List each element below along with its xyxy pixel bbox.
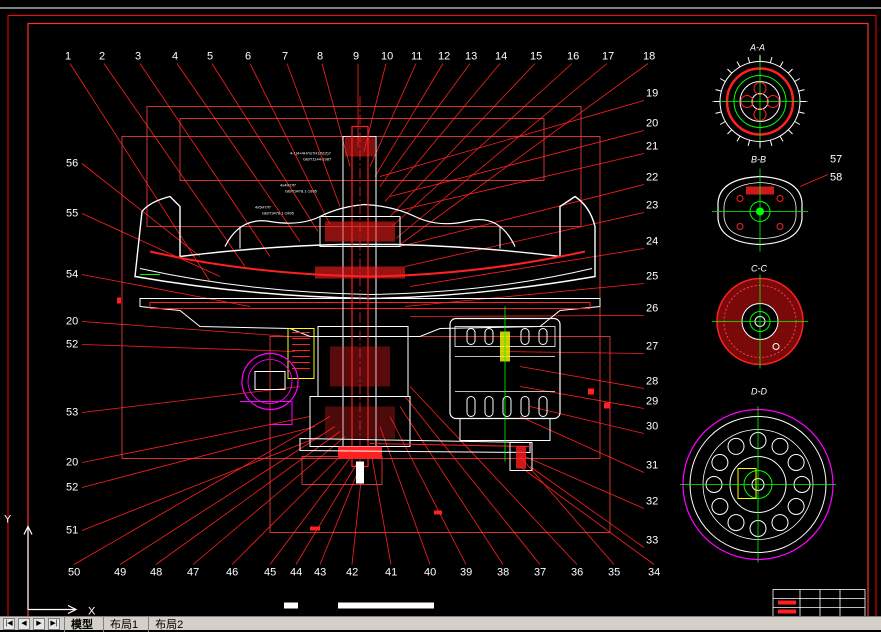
callout-24-right: 24 — [646, 236, 658, 248]
tab-model[interactable]: 模型 — [64, 615, 99, 632]
section-label-1: B-B — [751, 155, 766, 165]
section-view-d-d — [680, 406, 836, 563]
callout-56-left-0: 56 — [66, 158, 78, 170]
callout-32-right: 32 — [646, 496, 658, 508]
callout-46-bottom: 46 — [226, 567, 238, 579]
callout-23-right: 23 — [646, 200, 658, 212]
callout-55-left-1: 55 — [66, 208, 78, 220]
callout-51-left-8: 51 — [66, 525, 78, 537]
callout-13-top: 13 — [465, 51, 477, 63]
callout-5-top: 5 — [207, 51, 213, 63]
svg-text:GB/T1144-1987: GB/T1144-1987 — [303, 157, 332, 162]
last-tab-arrow-icon[interactable]: ▶| — [48, 617, 60, 630]
ucs-y-label: Y — [4, 514, 12, 526]
section-label-2: C-C — [751, 264, 767, 274]
drawing-caption — [284, 602, 434, 609]
callout-11-top: 11 — [411, 51, 422, 63]
callout-47-bottom: 47 — [187, 567, 199, 579]
callout-33-right: 33 — [646, 535, 658, 547]
callout-3-top: 3 — [135, 51, 141, 63]
callout-37-bottom: 37 — [534, 567, 546, 579]
callout-6-top: 6 — [245, 51, 251, 63]
callout-17-top: 17 — [602, 51, 614, 63]
section-label-5: 58 — [830, 172, 842, 184]
section-label-0: A-A — [749, 43, 765, 53]
section-label-4: 57 — [830, 154, 842, 166]
callout-21-right: 21 — [646, 141, 658, 153]
tab-layout1[interactable]: 布局1 — [103, 615, 144, 632]
callout-1-top: 1 — [65, 51, 71, 63]
callout-31-right: 31 — [646, 460, 658, 472]
callout-36-bottom: 36 — [571, 567, 583, 579]
callout-52-left-4: 52 — [66, 339, 78, 351]
layout-tabs-bar: |◀ ◀ ▶ ▶| 模型 布局1 布局2 — [0, 615, 881, 632]
callout-20-left-6: 20 — [66, 457, 78, 469]
callout-49-bottom: 49 — [114, 567, 126, 579]
callout-28-right: 28 — [646, 376, 658, 388]
svg-text:4-1(4×4H7/s7H1/h12)7: 4-1(4×4H7/s7H1/h12)7 — [290, 151, 332, 156]
svg-text:GB/T3478.1-1995: GB/T3478.1-1995 — [262, 211, 295, 216]
svg-text:4x5H7/f7: 4x5H7/f7 — [255, 205, 272, 210]
callout-40-bottom: 40 — [424, 567, 436, 579]
next-tab-arrow-icon[interactable]: ▶ — [33, 617, 45, 630]
callout-45-bottom: 45 — [264, 567, 276, 579]
callout-26-right: 26 — [646, 303, 658, 315]
callout-29-right: 29 — [646, 396, 658, 408]
callout-53-left-5: 53 — [66, 407, 78, 419]
first-tab-arrow-icon[interactable]: |◀ — [3, 617, 15, 630]
callout-38-bottom: 38 — [497, 567, 509, 579]
callout-50-bottom: 50 — [68, 567, 80, 579]
callout-43-bottom: 43 — [314, 567, 326, 579]
tab-layout2[interactable]: 布局2 — [148, 615, 189, 632]
callout-25-right: 25 — [646, 271, 658, 283]
callout-22-right: 22 — [646, 172, 658, 184]
callout-42-bottom: 42 — [346, 567, 358, 579]
prev-tab-arrow-icon[interactable]: ◀ — [18, 617, 30, 630]
callout-10-top: 10 — [381, 51, 393, 63]
section-view-b-b — [712, 168, 829, 252]
callout-12-top: 12 — [438, 51, 450, 63]
callout-35-bottom: 35 — [608, 567, 620, 579]
callout-48-bottom: 48 — [150, 567, 162, 579]
callout-20-right: 20 — [646, 118, 658, 130]
callout-18-top: 18 — [643, 51, 655, 63]
section-view-c-c — [712, 274, 808, 369]
ucs-x-label: X — [88, 606, 96, 618]
callout-30-right: 30 — [646, 421, 658, 433]
svg-text:GB/T3478.1-1995: GB/T3478.1-1995 — [285, 189, 318, 194]
section-label-3: D-D — [751, 387, 767, 397]
callout-8-top: 8 — [317, 51, 323, 63]
callout-52-left-7: 52 — [66, 482, 78, 494]
callout-39-bottom: 39 — [460, 567, 472, 579]
callout-15-top: 15 — [530, 51, 542, 63]
callout-9-top: 9 — [353, 51, 359, 63]
callout-4-top: 4 — [172, 51, 178, 63]
callout-2-top: 2 — [99, 51, 105, 63]
callout-14-top: 14 — [495, 51, 507, 63]
callout-16-top: 16 — [567, 51, 579, 63]
leader-lines — [69, 63, 655, 565]
callout-20-left-3: 20 — [66, 316, 78, 328]
callout-34-bottom: 34 — [648, 567, 660, 579]
callout-7-top: 7 — [282, 51, 288, 63]
main-assembly-view: 4-1(4×4H7/s7H1/h12)7 GB/T1144-1987 4x4H7… — [117, 96, 611, 533]
section-view-a-a — [712, 54, 808, 149]
svg-text:4x4H7/f7: 4x4H7/f7 — [280, 183, 297, 188]
callout-41-bottom: 41 — [385, 567, 397, 579]
callout-44-bottom: 44 — [290, 567, 302, 579]
callout-19-right: 19 — [646, 88, 658, 100]
section-labels: A-A B-B C-C D-D 57 58 — [749, 43, 842, 397]
callout-54-left-2: 54 — [66, 269, 78, 281]
callout-27-right: 27 — [646, 341, 658, 353]
ucs-icon — [23, 525, 78, 615]
